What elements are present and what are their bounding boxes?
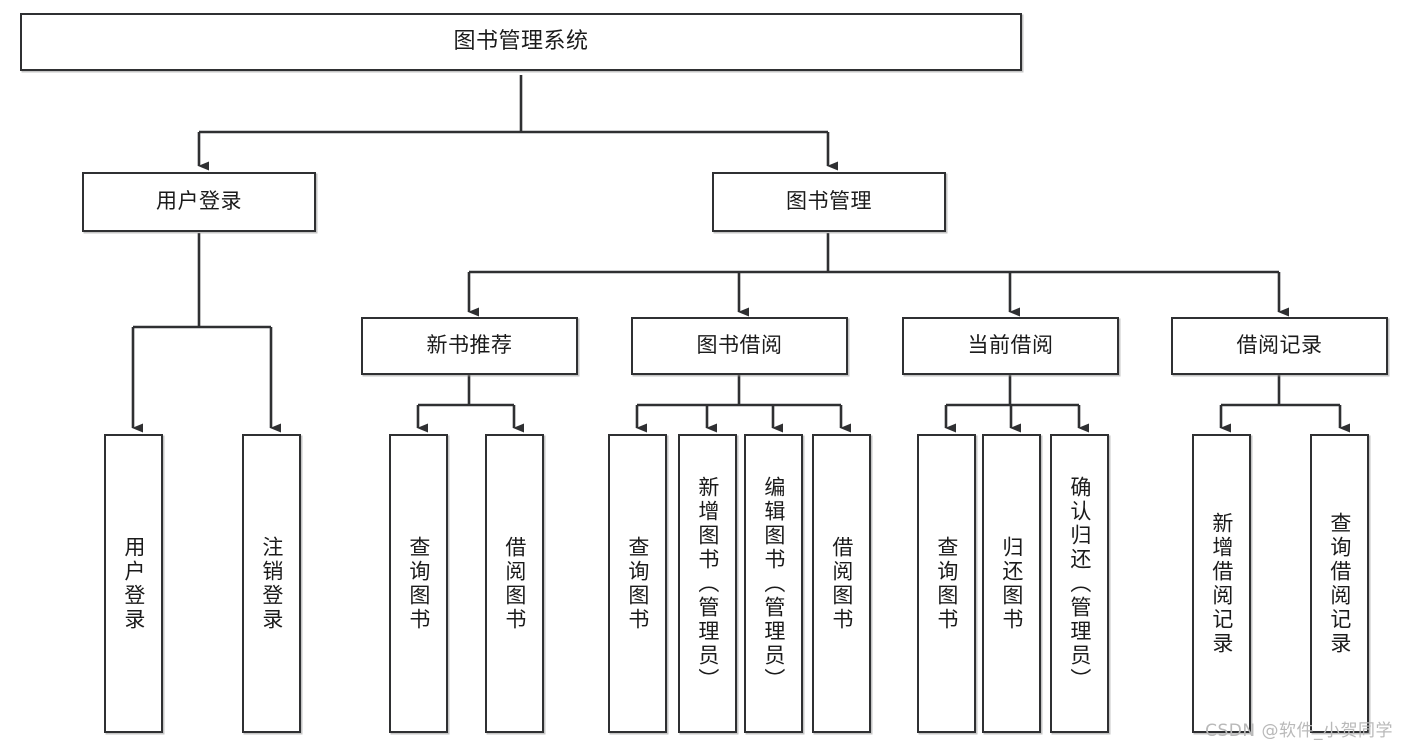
- node-book-manage[interactable]: 图书管理: [712, 172, 946, 232]
- leaf-borrowrecord-add-record-label: 新增借阅记录: [1209, 511, 1234, 656]
- node-current-borrow-label: 当前借阅: [967, 333, 1054, 358]
- csdn-watermark: CSDN @软件_小贺同学: [1205, 721, 1393, 741]
- node-new-book-recommend[interactable]: 新书推荐: [361, 317, 578, 375]
- leaf-bookborrow-edit-book[interactable]: 编辑图书（管理员）: [744, 434, 803, 733]
- leaf-newbook-borrow-book-label: 借阅图书: [502, 535, 527, 632]
- leaf-currentborrow-return-book-label: 归还图书: [999, 535, 1024, 632]
- node-borrow-record[interactable]: 借阅记录: [1171, 317, 1388, 375]
- leaf-bookborrow-query-book[interactable]: 查询图书: [608, 434, 667, 733]
- node-root-label: 图书管理系统: [453, 28, 589, 54]
- leaf-newbook-borrow-book[interactable]: 借阅图书: [485, 434, 544, 733]
- leaf-bookborrow-edit-book-label: 编辑图书（管理员）: [761, 475, 786, 692]
- leaf-bookborrow-add-book[interactable]: 新增图书（管理员）: [678, 434, 737, 733]
- leaf-currentborrow-confirm-return[interactable]: 确认归还（管理员）: [1050, 434, 1109, 733]
- leaf-bookborrow-add-book-label: 新增图书（管理员）: [695, 475, 720, 692]
- node-book-manage-label: 图书管理: [786, 189, 872, 214]
- node-current-borrow[interactable]: 当前借阅: [902, 317, 1119, 375]
- leaf-borrowrecord-add-record[interactable]: 新增借阅记录: [1192, 434, 1251, 733]
- node-root[interactable]: 图书管理系统: [20, 13, 1022, 71]
- leaf-user-login-label: 用户登录: [121, 535, 146, 632]
- leaf-user-logout[interactable]: 注销登录: [242, 434, 301, 733]
- node-user-login[interactable]: 用户登录: [82, 172, 316, 232]
- leaf-bookborrow-borrow-book[interactable]: 借阅图书: [812, 434, 871, 733]
- node-borrow-record-label: 借阅记录: [1236, 333, 1323, 358]
- leaf-borrowrecord-query-record[interactable]: 查询借阅记录: [1310, 434, 1369, 733]
- node-book-borrow[interactable]: 图书借阅: [631, 317, 848, 375]
- leaf-bookborrow-borrow-book-label: 借阅图书: [829, 535, 854, 632]
- leaf-user-login[interactable]: 用户登录: [104, 434, 163, 733]
- leaf-bookborrow-query-book-label: 查询图书: [625, 535, 650, 632]
- leaf-newbook-query-book-label: 查询图书: [406, 535, 431, 632]
- node-book-borrow-label: 图书借阅: [696, 333, 783, 358]
- node-new-book-recommend-label: 新书推荐: [426, 333, 513, 358]
- leaf-currentborrow-return-book[interactable]: 归还图书: [982, 434, 1041, 733]
- leaf-currentborrow-query-book[interactable]: 查询图书: [917, 434, 976, 733]
- node-user-login-label: 用户登录: [156, 189, 242, 214]
- leaf-currentborrow-confirm-return-label: 确认归还（管理员）: [1067, 475, 1092, 692]
- leaf-currentborrow-query-book-label: 查询图书: [934, 535, 959, 632]
- leaf-newbook-query-book[interactable]: 查询图书: [389, 434, 448, 733]
- leaf-borrowrecord-query-record-label: 查询借阅记录: [1327, 511, 1352, 656]
- leaf-user-logout-label: 注销登录: [259, 535, 284, 632]
